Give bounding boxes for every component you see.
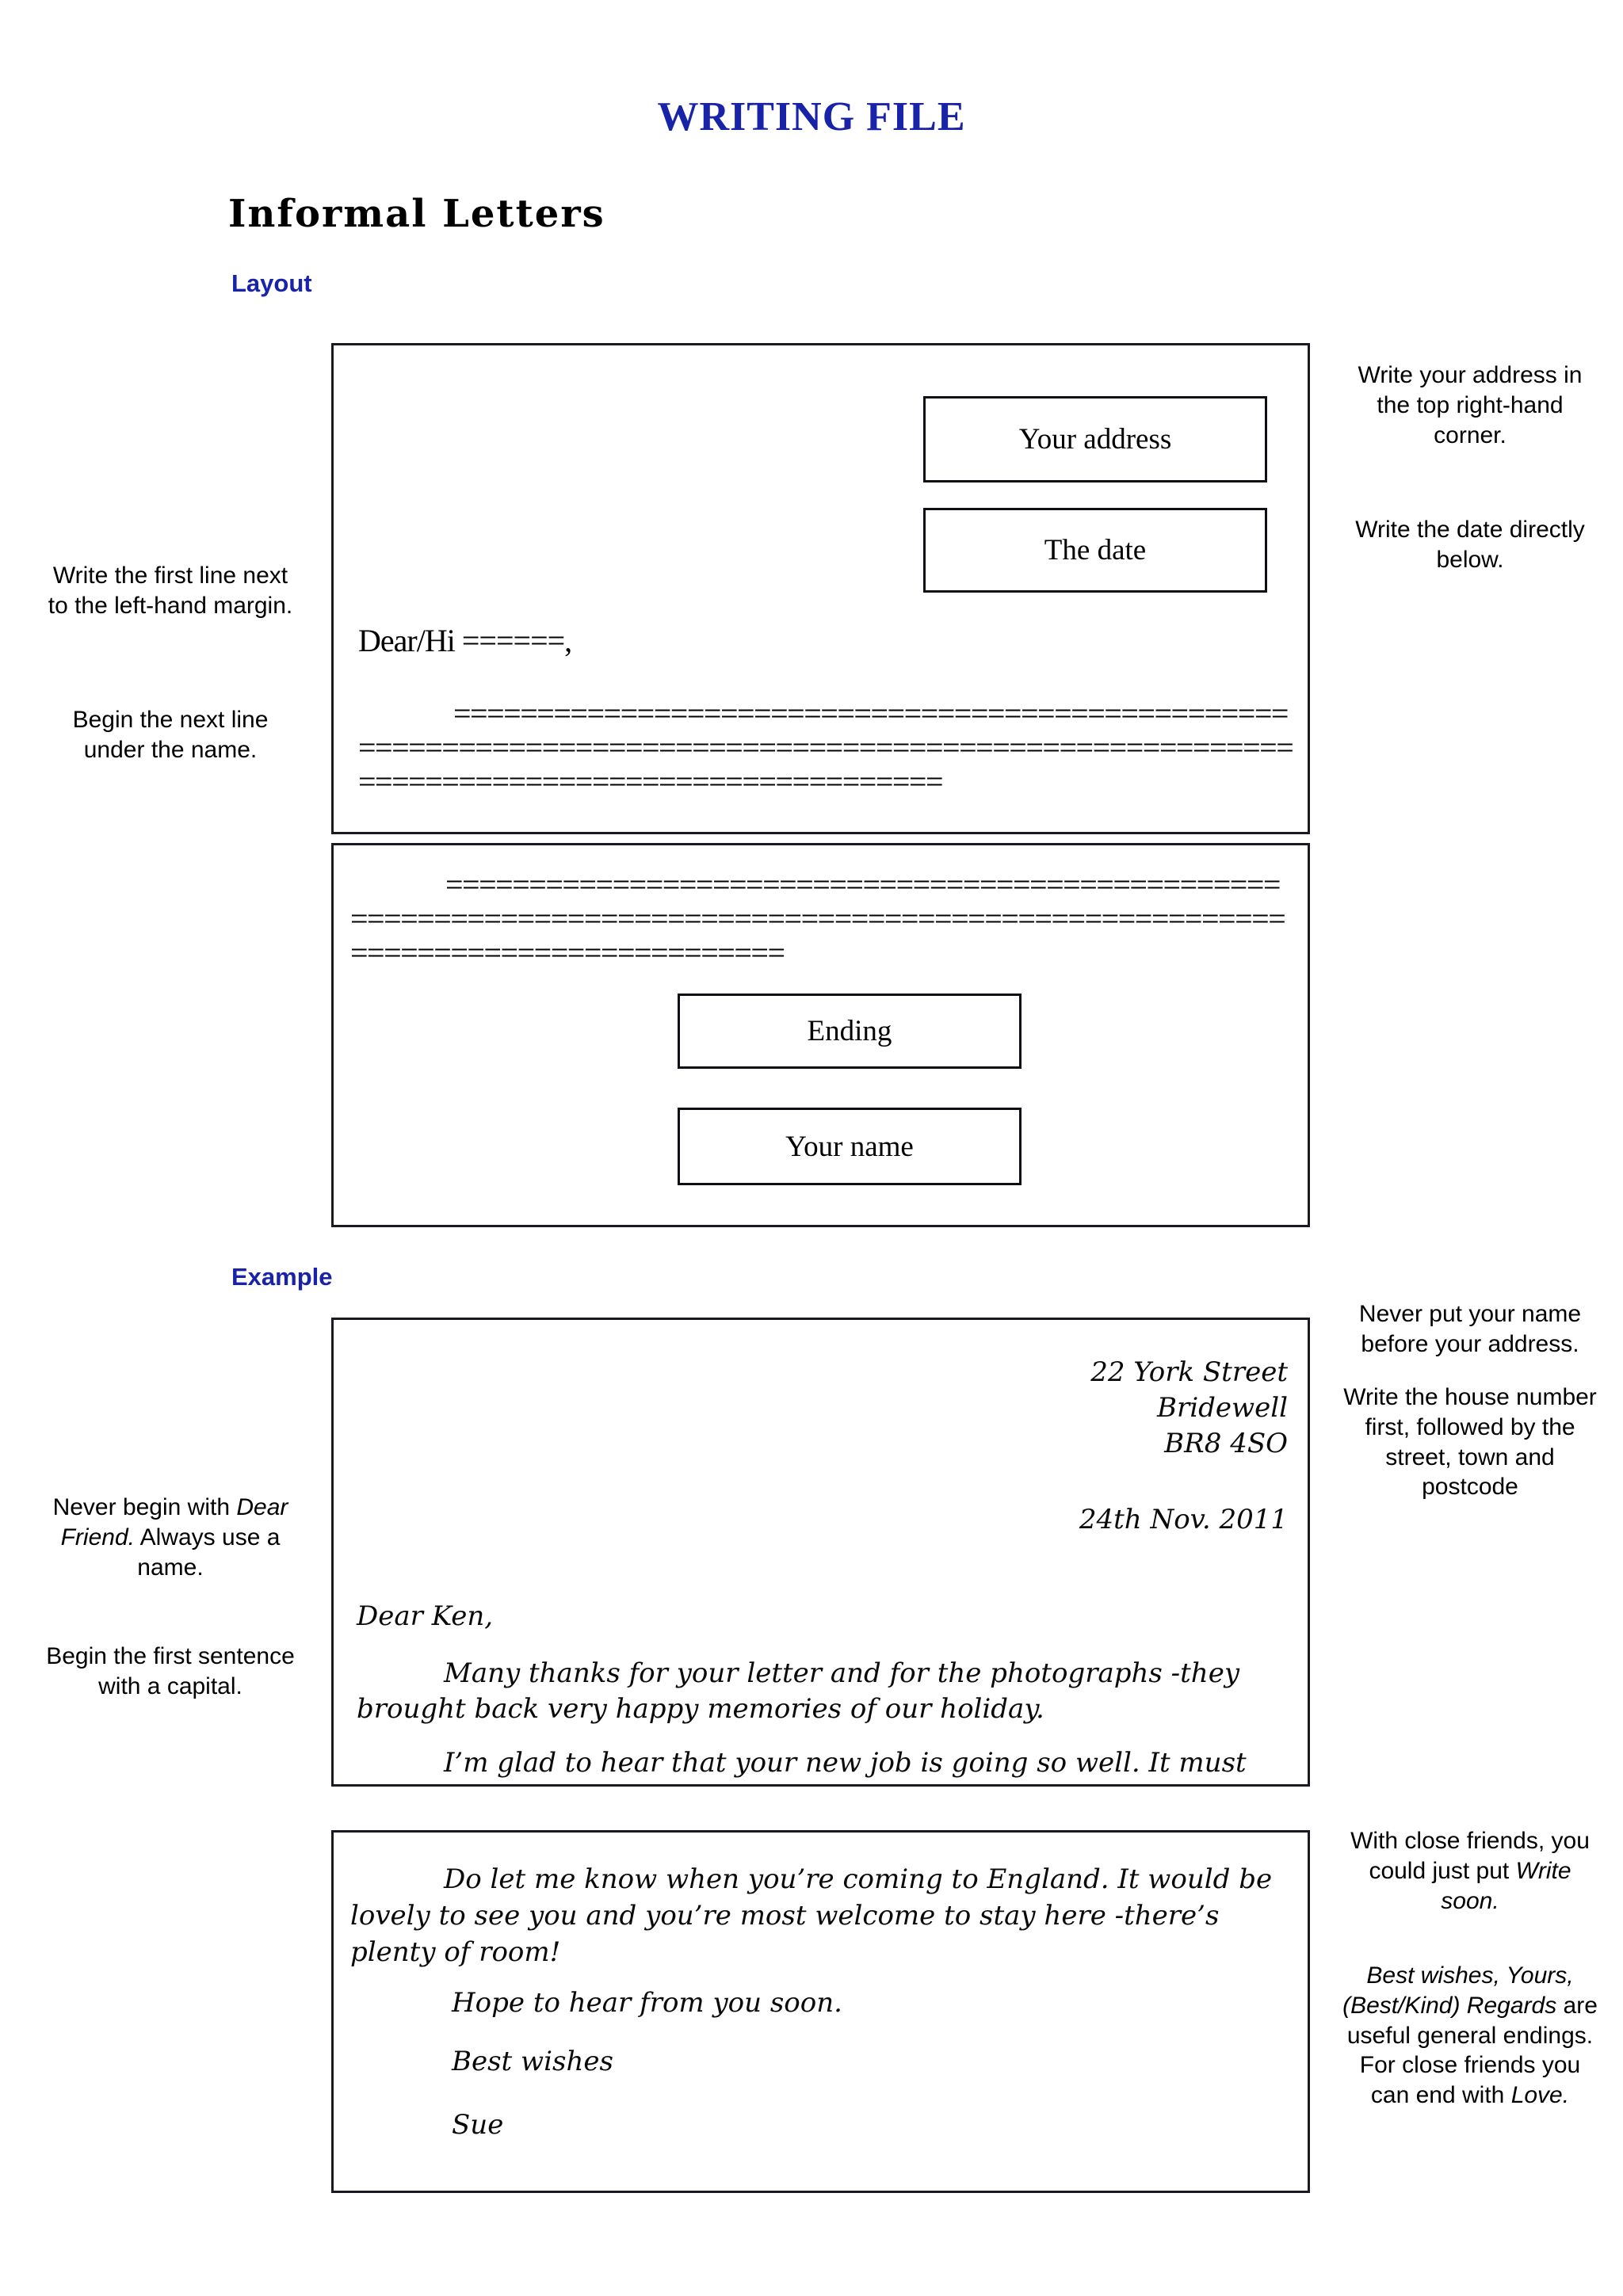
example-letter-box-bottom bbox=[331, 1830, 1310, 2193]
note-prefix: Never begin with bbox=[52, 1494, 237, 1520]
note-italic-endings: Best wishes, Yours, (Best/Kind) Regards bbox=[1342, 1962, 1574, 2019]
example-address-line-3: BR8 4SO bbox=[1164, 1428, 1288, 1460]
note-example-write-soon: With close friends, you could just put W… bbox=[1339, 1826, 1601, 1916]
note-example-general-endings: Best wishes, Yours, (Best/Kind) Regards … bbox=[1339, 1961, 1601, 2111]
section-title: Informal Letters bbox=[228, 192, 605, 236]
note-prefix: With close friends, you could just put bbox=[1350, 1828, 1590, 1884]
example-address-line-2: Bridewell bbox=[1157, 1392, 1288, 1425]
example-address: 22 York Street Bridewell BR8 4SO bbox=[896, 1355, 1288, 1463]
note-example-never-dear-friend: Never begin with Dear Friend. Always use… bbox=[44, 1493, 297, 1582]
layout-body-placeholder-2: ========================================… bbox=[350, 867, 1286, 971]
note-example-capital: Begin the first sentence with a capital. bbox=[46, 1643, 295, 1699]
note-suffix: are useful general endings. For close fr… bbox=[1346, 1992, 1598, 2109]
example-closing-line-1: Hope to hear from you soon. bbox=[452, 1987, 842, 2019]
subheading-example: Example bbox=[231, 1263, 333, 1291]
label-box-your-name: Your name bbox=[678, 1108, 1022, 1185]
example-greeting: Dear Ken, bbox=[357, 1600, 494, 1632]
example-paragraph-2: I’m glad to hear that your new job is go… bbox=[444, 1747, 1247, 1779]
note-left-next-line: Begin the next line under the name. bbox=[72, 707, 269, 763]
page-title: WRITING FILE bbox=[657, 94, 966, 139]
example-letter-box-top bbox=[331, 1318, 1310, 1787]
note-italic: Dear Friend. bbox=[60, 1494, 288, 1550]
label-box-the-date: The date bbox=[923, 508, 1267, 593]
label-box-ending: Ending bbox=[678, 994, 1022, 1069]
note-example-name-before-address: Never put your name before your address. bbox=[1358, 1301, 1582, 1357]
layout-body-placeholder-1: ========================================… bbox=[358, 696, 1294, 800]
example-date: 24th Nov. 2011 bbox=[1079, 1504, 1288, 1535]
note-right-address: Write your address in the top right-hand… bbox=[1358, 362, 1583, 448]
example-paragraph-1: Many thanks for your letter and for the … bbox=[357, 1657, 1240, 1725]
subheading-layout: Layout bbox=[231, 269, 312, 297]
note-right-date: Write the date directly below. bbox=[1355, 517, 1585, 573]
layout-salutation: Dear/Hi ======, bbox=[358, 623, 572, 658]
note-italic: Write soon. bbox=[1441, 1857, 1571, 1914]
label-box-your-address: Your address bbox=[923, 396, 1267, 482]
note-left-margin: Write the first line next to the left-ha… bbox=[48, 563, 293, 619]
example-address-line-1: 22 York Street bbox=[1090, 1356, 1288, 1388]
example-signature: Sue bbox=[452, 2109, 504, 2141]
example-paragraph-3: Do let me know when you’re coming to Eng… bbox=[350, 1863, 1273, 1968]
note-example-house-number: Write the house number first, followed b… bbox=[1343, 1384, 1597, 1501]
example-closing-line-2: Best wishes bbox=[452, 2046, 613, 2077]
note-italic-love: Love. bbox=[1510, 2082, 1570, 2109]
note-suffix: Always use a name. bbox=[134, 1524, 281, 1581]
